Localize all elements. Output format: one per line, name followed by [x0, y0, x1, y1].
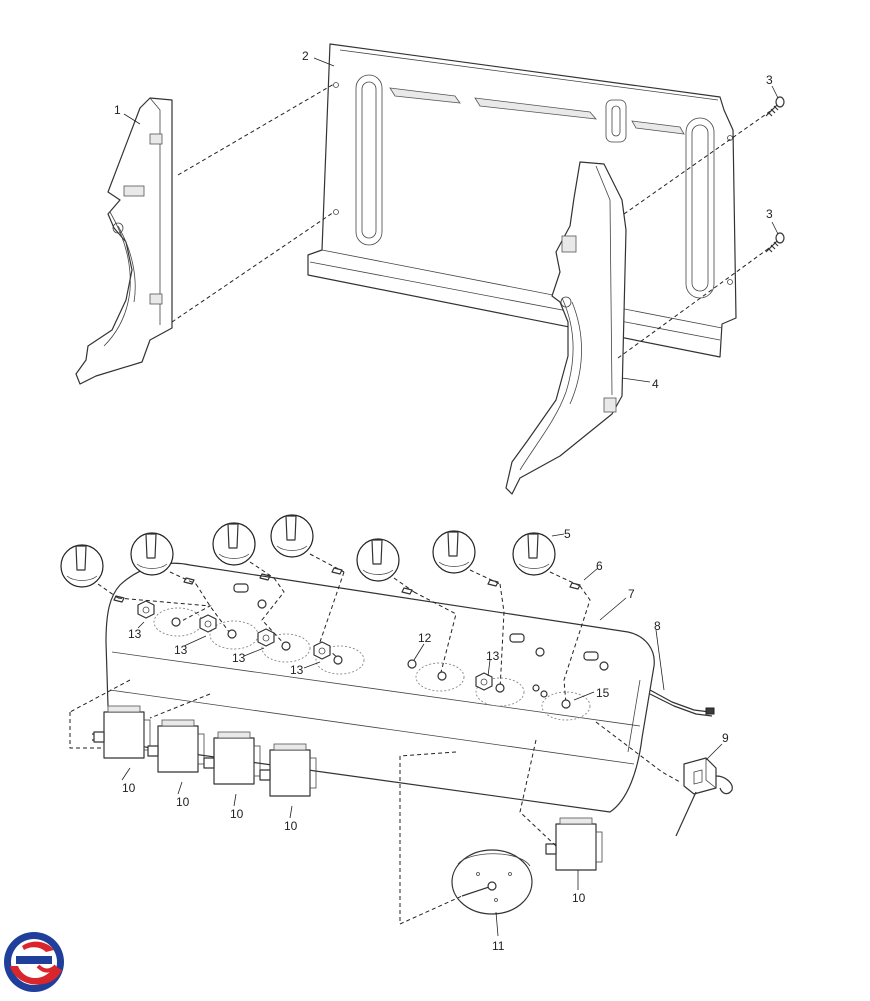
callout-10-a: 10: [122, 781, 136, 795]
timer-part-11: [451, 849, 533, 915]
callout-2: 2: [302, 49, 309, 63]
callout-13-a: 13: [128, 627, 142, 641]
callout-9: 9: [722, 731, 729, 745]
callout-5: 5: [564, 527, 571, 541]
nuts-part-13: [137, 600, 493, 691]
wire-harness-part-8: [649, 689, 715, 717]
callout-10-d: 10: [284, 819, 298, 833]
screw-part-3-upper: [765, 96, 785, 117]
callout-10-e: 10: [572, 891, 586, 905]
callout-13-c: 13: [232, 651, 246, 665]
callout-7: 7: [628, 587, 635, 601]
callout-8: 8: [654, 619, 661, 633]
screw-part-3-lower: [765, 232, 785, 253]
callout-11: 11: [492, 939, 505, 953]
callout-4: 4: [652, 377, 659, 391]
callout-6: 6: [596, 559, 603, 573]
control-panel-part-7: [105, 562, 655, 813]
thermostat-part-9: [595, 721, 733, 837]
callout-13-e: 13: [486, 649, 500, 663]
panel-small-parts: [171, 583, 609, 709]
callout-10-b: 10: [176, 795, 190, 809]
leader-lines: [121, 57, 779, 937]
rotary-switches-part-10: [92, 705, 603, 871]
callout-3-upper: 3: [766, 73, 773, 87]
back-panel-part-2: [307, 43, 737, 358]
left-bracket-part-1: [75, 97, 173, 385]
knob-clips-part-6: [97, 553, 581, 603]
callout-13-b: 13: [174, 643, 188, 657]
callout-1: 1: [114, 103, 121, 117]
callout-10-c: 10: [230, 807, 244, 821]
callout-15: 15: [596, 686, 610, 700]
callout-12: 12: [418, 631, 432, 645]
control-knobs-part-5: [60, 514, 556, 588]
right-bracket-part-4: [505, 161, 627, 495]
brand-logo: [4, 932, 64, 992]
callout-13-d: 13: [290, 663, 304, 677]
callout-labels: 1 2 3 3 4 5 6 7 8 9 10 10 10 10 10 11 12…: [114, 49, 773, 953]
callout-3-lower: 3: [766, 207, 773, 221]
